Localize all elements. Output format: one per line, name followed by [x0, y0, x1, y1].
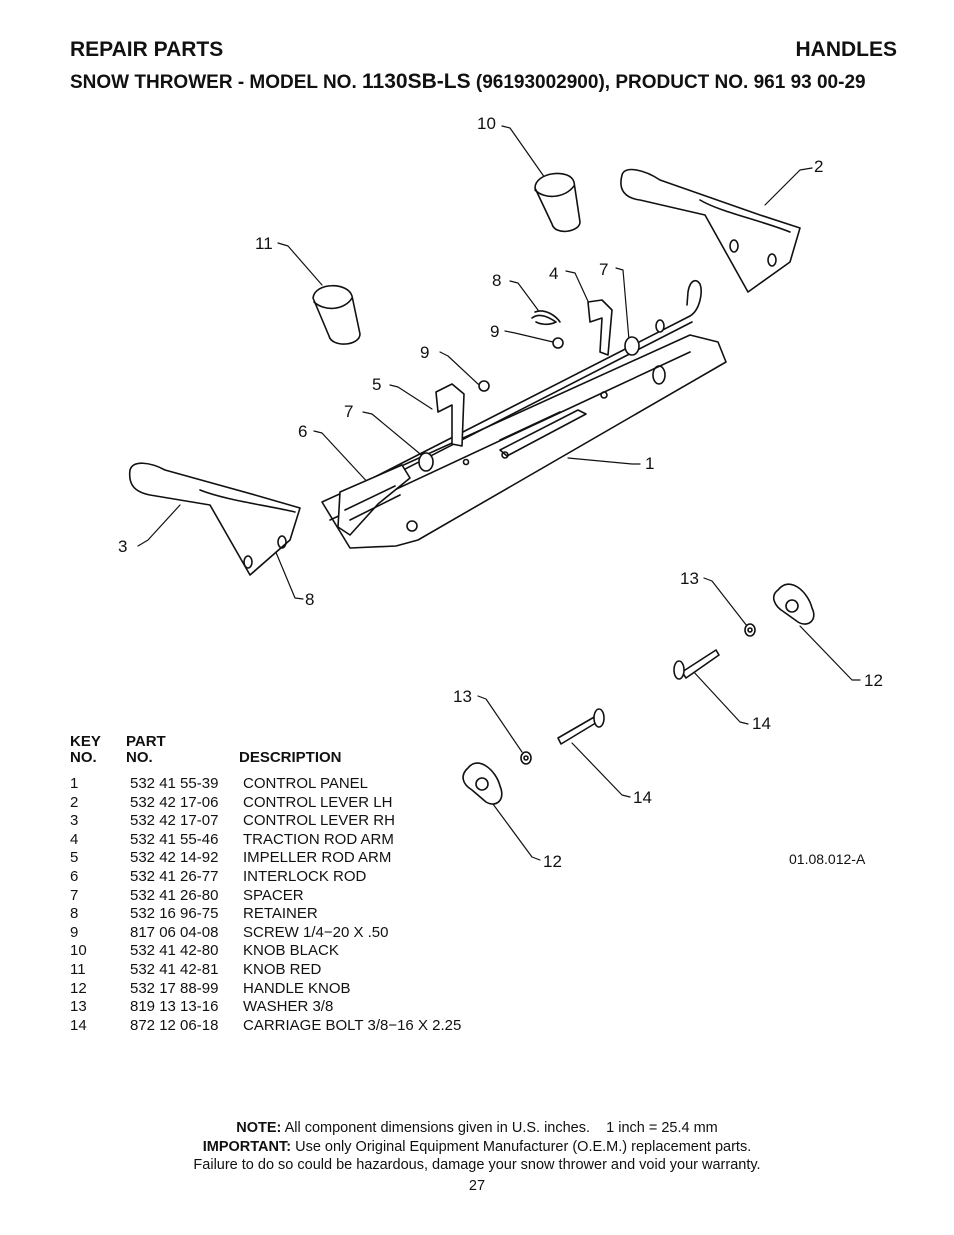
- part-description: CONTROL LEVER RH: [243, 812, 395, 830]
- important-line: IMPORTANT: Use only Original Equipment M…: [0, 1139, 954, 1155]
- header-part-line1: PART: [126, 733, 166, 750]
- key-no: 4: [70, 830, 79, 848]
- callout-5: 5: [372, 375, 382, 394]
- callout-14-left: 14: [633, 788, 652, 807]
- part-description: CONTROL LEVER LH: [243, 793, 393, 811]
- callout-6: 6: [298, 422, 308, 441]
- subtitle-suffix: (96193002900), PRODUCT NO. 961 93 00-29: [475, 72, 866, 93]
- key-no: 3: [70, 812, 79, 830]
- key-no: 13: [70, 998, 87, 1016]
- callout-12-right: 12: [864, 671, 883, 690]
- model-subtitle: SNOW THROWER - MODEL NO. 1130SB-LS (9619…: [70, 70, 866, 94]
- part-description: KNOB RED: [243, 960, 322, 978]
- key-no: 10: [70, 942, 87, 960]
- key-no: 8: [70, 905, 79, 923]
- key-no: 12: [70, 979, 87, 997]
- note-text: All component dimensions given in U.S. i…: [284, 1120, 718, 1136]
- model-number: 1130SB-LS: [362, 70, 471, 93]
- part-description: SCREW 1/4−20 X .50: [243, 923, 389, 941]
- part-no: 532 41 42-81: [130, 960, 219, 978]
- part-no: 532 42 14-92: [130, 849, 219, 867]
- callout-7-upper: 7: [599, 260, 609, 279]
- part-no: 532 41 26-77: [130, 867, 219, 885]
- part-description: IMPELLER ROD ARM: [243, 849, 392, 867]
- callout-10: 10: [477, 114, 496, 133]
- callout-8-lower: 8: [305, 590, 315, 609]
- page-number: 27: [468, 1178, 486, 1194]
- part-no: 532 41 55-46: [130, 830, 219, 848]
- subtitle-prefix: SNOW THROWER - MODEL NO.: [70, 72, 357, 93]
- rod-arm-drawings: [337, 299, 613, 536]
- callout-4: 4: [549, 264, 559, 283]
- part-description: TRACTION ROD ARM: [243, 830, 394, 848]
- warning-line: Failure to do so could be hazardous, dam…: [193, 1157, 761, 1173]
- category-title: HANDLES: [795, 38, 897, 61]
- callout-7-lower: 7: [344, 402, 354, 421]
- key-no: 1: [70, 775, 79, 792]
- fastener-drawings: [478, 310, 564, 392]
- part-no: 819 13 13-16: [130, 998, 219, 1016]
- callout-1: 1: [645, 454, 655, 473]
- part-description: SPACER: [243, 886, 304, 904]
- callout-2: 2: [814, 157, 824, 176]
- part-no: 532 17 88-99: [130, 979, 219, 997]
- callout-9-lower: 9: [420, 343, 430, 362]
- control-lever-drawings: [128, 168, 801, 576]
- callout-3: 3: [118, 537, 128, 556]
- key-no: 5: [70, 849, 79, 867]
- important-text: Use only Original Equipment Manufacturer…: [295, 1139, 752, 1155]
- header-key-line1: KEY: [70, 733, 101, 750]
- callout-11: 11: [255, 234, 273, 253]
- callout-12-left: 12: [543, 852, 562, 871]
- callout-14-right: 14: [752, 714, 771, 733]
- drawing-code: 01.08.012-A: [789, 851, 866, 867]
- part-description: CARRIAGE BOLT 3/8−16 X 2.25: [243, 1016, 462, 1034]
- note-line: NOTE: All component dimensions given in …: [0, 1120, 954, 1136]
- part-no: 872 12 06-18: [130, 1016, 219, 1034]
- control-panel-drawing: [321, 334, 727, 549]
- part-no: 817 06 04-08: [130, 923, 219, 941]
- part-description: CONTROL PANEL: [243, 775, 369, 792]
- part-description: HANDLE KNOB: [243, 979, 351, 997]
- part-description: INTERLOCK ROD: [243, 867, 367, 885]
- callout-9-upper: 9: [490, 322, 500, 341]
- part-no: 532 41 42-80: [130, 942, 219, 960]
- key-no: 9: [70, 923, 79, 941]
- key-no: 11: [70, 960, 86, 978]
- part-description: RETAINER: [243, 905, 318, 923]
- callout-13-right: 13: [680, 569, 699, 588]
- part-no: 532 42 17-06: [130, 793, 219, 811]
- callout-8-upper: 8: [492, 271, 502, 290]
- key-no: 6: [70, 867, 79, 885]
- important-label: IMPORTANT:: [202, 1139, 292, 1155]
- knob-drawings: [312, 172, 581, 345]
- key-no: 14: [70, 1016, 87, 1034]
- part-no: 532 42 17-07: [130, 812, 219, 830]
- note-label: NOTE:: [236, 1120, 282, 1136]
- header-key-line2: NO.: [70, 749, 97, 766]
- header-description: DESCRIPTION: [239, 749, 342, 766]
- part-no: 532 41 26-80: [130, 886, 219, 904]
- callout-13-left: 13: [453, 687, 472, 706]
- part-no: 532 41 55-39: [130, 775, 219, 792]
- section-title: REPAIR PARTS: [70, 38, 224, 61]
- header-part-line2: NO.: [126, 749, 153, 766]
- key-no: 2: [70, 793, 79, 811]
- part-description: KNOB BLACK: [243, 942, 339, 960]
- key-no: 7: [70, 886, 79, 904]
- part-description: WASHER 3/8: [243, 998, 334, 1016]
- part-no: 532 16 96-75: [130, 905, 219, 923]
- handle-hardware-drawings: [462, 583, 815, 805]
- leader-lines: [137, 125, 861, 861]
- interlock-rod-drawing: [364, 279, 702, 489]
